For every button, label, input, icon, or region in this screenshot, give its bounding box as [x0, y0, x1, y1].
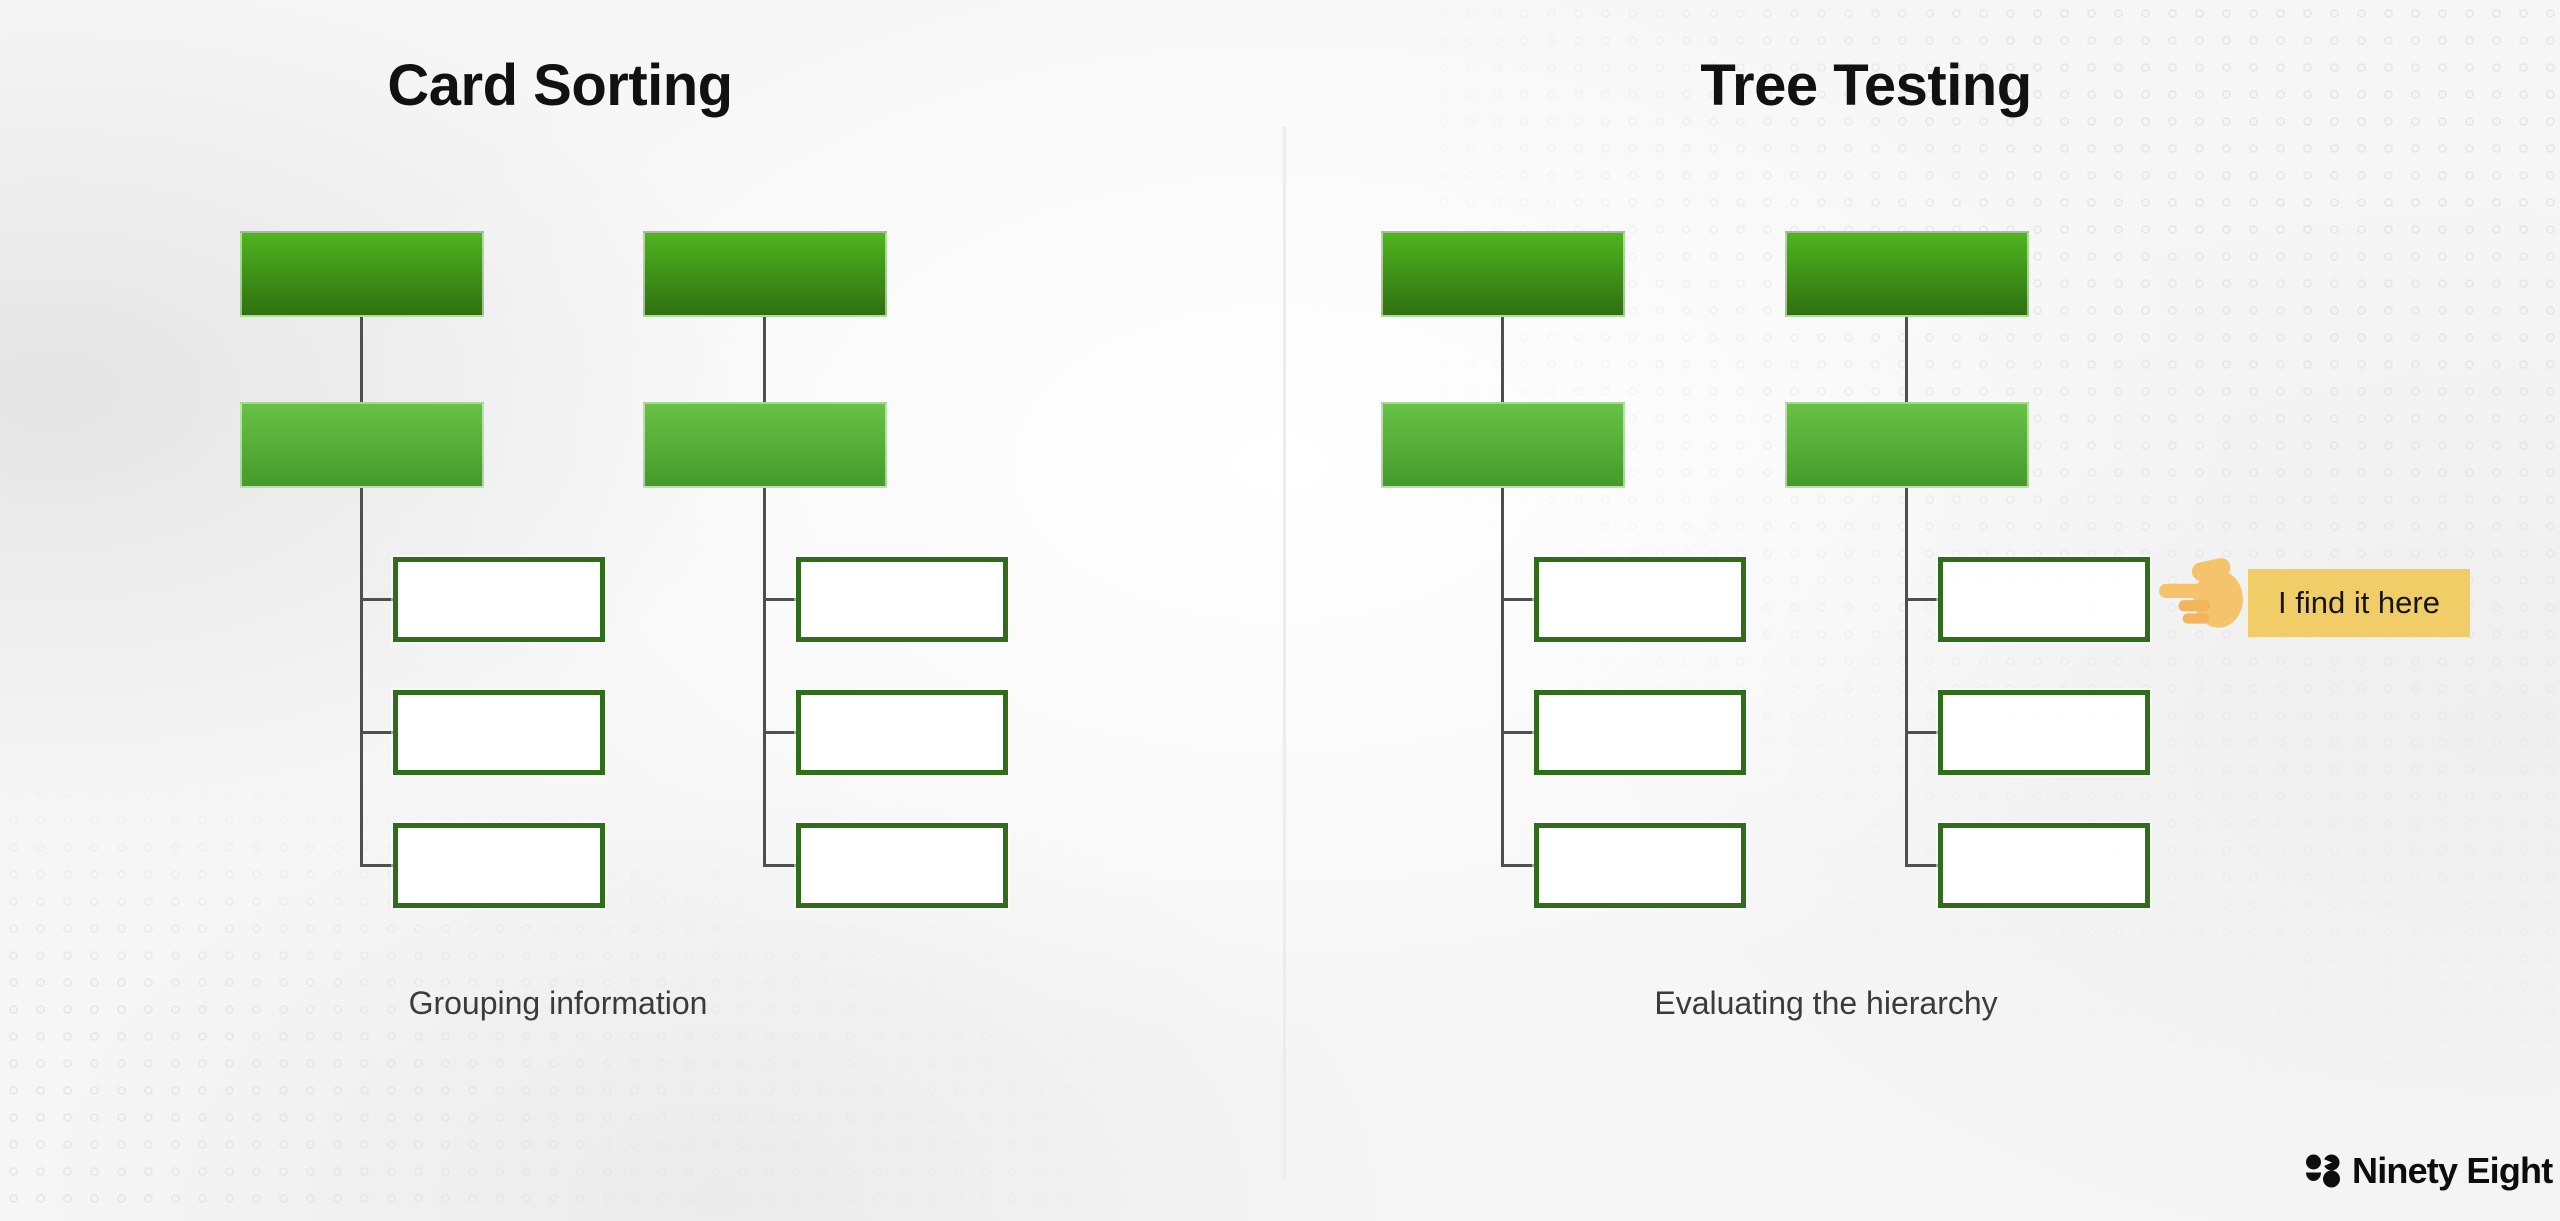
tree-child-node [1534, 823, 1746, 908]
connector-line [1501, 488, 1504, 867]
connector-line [763, 488, 766, 867]
tree-child-node [1534, 690, 1746, 775]
connector-line [764, 598, 797, 601]
tree-child-node [393, 823, 605, 908]
tree-node-level1 [1785, 231, 2029, 317]
connector-line [1906, 598, 1939, 601]
connector-line [1502, 731, 1535, 734]
connector-line [1906, 864, 1939, 867]
tree-child-node [1534, 557, 1746, 642]
tree-child-node [1938, 823, 2150, 908]
tree-testing-title: Tree Testing [1700, 53, 2032, 118]
tree-child-node [796, 823, 1008, 908]
connector-line [1501, 317, 1504, 402]
panel-divider-line [1283, 127, 1286, 1180]
backhand-index-pointing-left-icon [2159, 558, 2243, 628]
card-sorting-tree-1 [240, 231, 605, 921]
connector-line [763, 317, 766, 402]
tree-node-level2 [1381, 402, 1625, 488]
tree-node-level2 [643, 402, 887, 488]
card-sorting-tree-2 [643, 231, 1008, 921]
tree-child-node [393, 690, 605, 775]
callout-label: I find it here [2248, 569, 2470, 637]
card-sorting-title: Card Sorting [387, 53, 733, 118]
connector-line [1905, 317, 1908, 402]
tree-testing-tree-1 [1381, 231, 1746, 921]
connector-line [360, 317, 363, 402]
brand-logo: Ninety Eight [2306, 1150, 2553, 1192]
tree-testing-caption: Evaluating the hierarchy [1654, 985, 1998, 1021]
connector-line [1906, 731, 1939, 734]
tree-node-level1 [643, 231, 887, 317]
tree-child-node [796, 557, 1008, 642]
connector-line [764, 731, 797, 734]
connector-line [361, 598, 394, 601]
connector-line [1905, 488, 1908, 867]
connector-line [1502, 864, 1535, 867]
connector-line [360, 488, 363, 867]
ninety-eight-logo-icon [2306, 1154, 2340, 1188]
tree-testing-tree-2 [1785, 231, 2150, 921]
connector-line [764, 864, 797, 867]
tree-child-node [1938, 690, 2150, 775]
tree-child-node [1938, 557, 2150, 642]
tree-node-level2 [240, 402, 484, 488]
tree-node-level1 [1381, 231, 1625, 317]
brand-logo-text: Ninety Eight [2352, 1150, 2553, 1191]
card-sorting-caption: Grouping information [408, 985, 708, 1021]
connector-line [1502, 598, 1535, 601]
tree-node-level2 [1785, 402, 2029, 488]
tree-node-level1 [240, 231, 484, 317]
tree-child-node [393, 557, 605, 642]
connector-line [361, 731, 394, 734]
connector-line [361, 864, 394, 867]
tree-child-node [796, 690, 1008, 775]
